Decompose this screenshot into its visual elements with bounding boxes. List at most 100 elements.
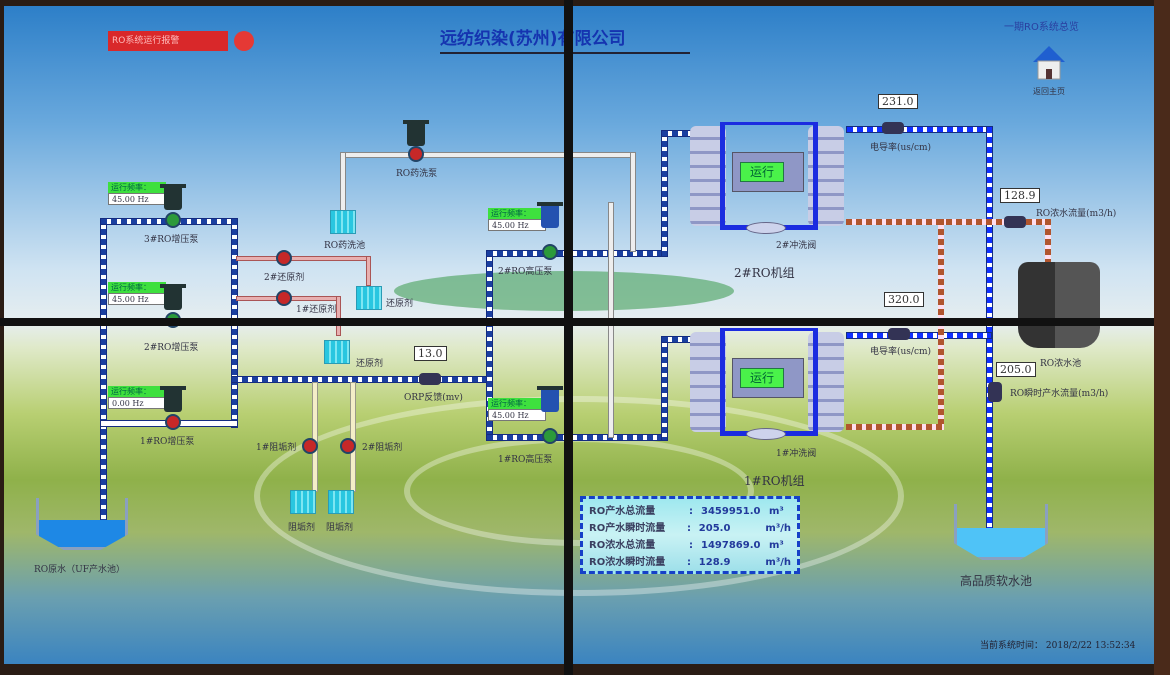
motor-icon [403, 120, 429, 146]
dosing-pipe [366, 256, 371, 286]
pipe [231, 376, 493, 383]
pump-label: 2#RO增压泵 [144, 343, 199, 353]
orp-value: 13.0 [414, 346, 447, 361]
home-icon [1033, 46, 1065, 80]
home-label: 返回主页 [1033, 87, 1065, 96]
flowmeter-icon [988, 382, 1002, 402]
flush-valve-1[interactable] [746, 428, 786, 440]
motor-icon [160, 284, 186, 310]
pool-label: 高品质软水池 [960, 574, 1033, 588]
product-flow-value: 205.0 [996, 362, 1036, 377]
tank-label: 还原剂 [386, 299, 414, 309]
pipe [486, 434, 666, 441]
pump-label: 1#还原剂 [296, 305, 337, 315]
concentrate-pool-icon [1018, 262, 1100, 348]
ro-unit-1[interactable]: 运行 [690, 328, 848, 440]
antiscalant-pump-1[interactable] [302, 438, 318, 454]
ro-unit-2[interactable]: 运行 [690, 122, 848, 234]
ripple-decoration [254, 396, 904, 596]
conductivity-sensor-icon [882, 122, 904, 134]
pump-label: 1#RO高压泵 [498, 455, 553, 465]
pump-label: 2#还原剂 [264, 273, 305, 283]
tank-label: 还原剂 [356, 359, 384, 369]
motor-icon [160, 184, 186, 210]
tank-label: RO药洗池 [324, 241, 366, 251]
pump-label: RO药洗泵 [396, 169, 438, 179]
tank-label: 阻垢剂 [326, 523, 354, 533]
pipe [661, 130, 668, 257]
screen-bezel [0, 318, 1170, 326]
freq-display-hp1: 运行频率：45.00 Hz [488, 398, 546, 421]
wash-pump[interactable] [408, 146, 424, 162]
meter-label: 电导率(us/cm) [870, 143, 932, 153]
page-name: 一期RO系统总览 [1004, 22, 1079, 33]
motor-icon [160, 386, 186, 412]
run-status: 运行 [740, 162, 784, 182]
meter-label: 电导率(us/cm) [870, 347, 932, 357]
orp-sensor-icon [419, 373, 441, 385]
alarm-button[interactable]: RO系统运行报警 [108, 31, 228, 51]
freq-display-1: 运行频率：0.00 Hz [108, 386, 166, 409]
dosing-pipe [312, 382, 318, 492]
pump-label: 2#RO高压泵 [498, 267, 553, 277]
booster-pump-1[interactable] [165, 414, 181, 430]
time-value: 2018/2/22 13:52:34 [1045, 641, 1136, 651]
meter-label: ORP反馈(mv) [404, 393, 463, 403]
reducer-tank [356, 286, 382, 310]
pipe [661, 336, 668, 441]
reducer-pump-2[interactable] [276, 250, 292, 266]
reducer-pump-1[interactable] [276, 290, 292, 306]
concentrate-pipe [1045, 219, 1051, 269]
concentrate-pipe [846, 219, 1051, 225]
pump-label: 3#RO增压泵 [144, 235, 199, 245]
antiscalant-pump-2[interactable] [340, 438, 356, 454]
pipe [986, 126, 993, 531]
conductivity-sensor-icon [888, 328, 910, 340]
soft-water-pool [954, 504, 1048, 560]
booster-pump-3[interactable] [165, 212, 181, 228]
valve-label: 1#冲洗阀 [776, 449, 817, 459]
run-status: 运行 [740, 368, 784, 388]
dosing-pipe [350, 382, 356, 492]
high-pressure-pump-1[interactable] [542, 428, 558, 444]
pump-label: 1#阻垢剂 [256, 443, 297, 453]
conductivity-1-value: 320.0 [884, 292, 924, 307]
pump-label: 1#RO增压泵 [140, 437, 195, 447]
freq-display-2: 运行频率：45.00 Hz [108, 282, 166, 305]
wash-pipe [340, 152, 636, 158]
antiscalant-tank [290, 490, 316, 514]
flush-valve-2[interactable] [746, 222, 786, 234]
wash-pipe [340, 152, 346, 212]
unit-label: 1#RO机组 [744, 474, 805, 488]
wall-frame [1154, 0, 1170, 675]
pipe [846, 126, 992, 133]
home-button[interactable]: 返回主页 [1024, 42, 1074, 102]
raw-water-pool [36, 498, 128, 550]
unit-label: 2#RO机组 [734, 266, 795, 280]
motor-icon [537, 202, 563, 228]
meter-label: RO瞬时产水流量(m3/h) [1010, 389, 1109, 399]
freq-display-hp2: 运行频率：45.00 Hz [488, 208, 546, 231]
flowmeter-icon [1004, 216, 1026, 228]
antiscalant-tank [328, 490, 354, 514]
pipe [846, 332, 992, 339]
pipe [100, 218, 107, 528]
freq-display-3: 运行频率：45.00 Hz [108, 182, 166, 205]
pool-label: RO浓水池 [1040, 359, 1082, 369]
valve-label: 2#冲洗阀 [776, 241, 817, 251]
wash-tank [330, 210, 356, 234]
high-pressure-pump-2[interactable] [542, 244, 558, 260]
pool-label: RO原水（UF产水池） [34, 565, 125, 575]
pump-label: 2#阻垢剂 [362, 443, 403, 453]
alarm-indicator [234, 31, 254, 51]
screen-bezel [564, 0, 573, 675]
scada-screen: RO系统运行报警 远纺织染(苏州)有限公司 一期RO系统总览 返回主页 运行频率… [4, 6, 1154, 664]
time-label: 当前系统时间： [980, 641, 1044, 651]
dosing-pipe [336, 296, 341, 336]
concentrate-pipe [846, 424, 944, 430]
tank-label: 阻垢剂 [288, 523, 316, 533]
